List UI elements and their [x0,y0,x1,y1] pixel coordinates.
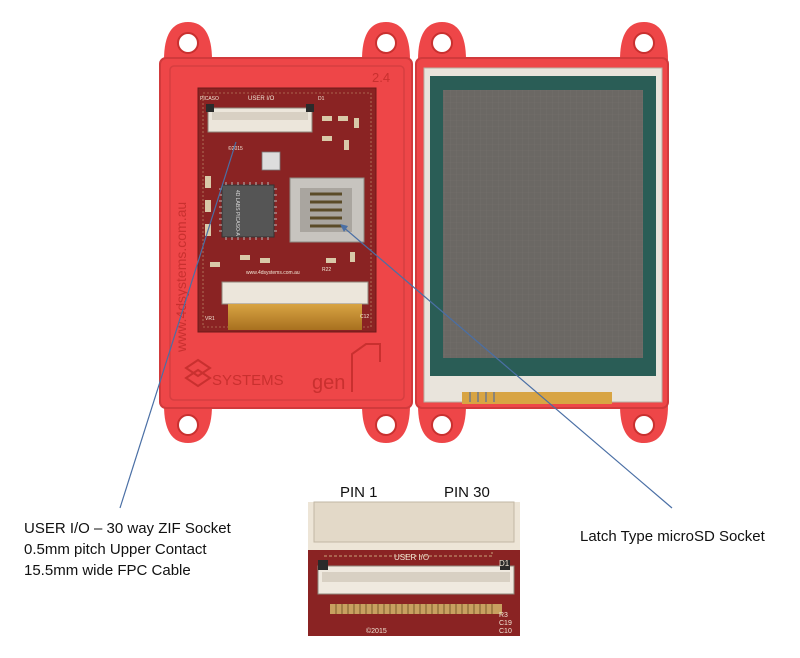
case-brand: SYSTEMS [212,372,284,389]
display-fpc-cable [228,304,362,330]
microsd-arrowhead [340,224,348,232]
silkscreen-vr1: VR1 [205,316,215,322]
case-website: www.4dsystems.com.au [173,202,189,353]
inset-c19-label: C19 [499,620,512,627]
inset-pin-row [330,604,502,614]
left-module: USER I/O PICASO D1 ©2015 4D LABS PICASO-… [159,22,413,443]
user-io-callout-line-2: 0.5mm pitch Upper Contact [24,541,207,558]
user-io-callout-line-3: 15.5mm wide FPC Cable [24,562,191,579]
picaso-chip [221,184,275,238]
case-gen: gen [312,372,345,394]
pin-30-label: PIN 30 [444,484,490,501]
right-case-mount-tabs [418,22,668,443]
silkscreen-picaso: PICASO [200,96,219,102]
left-case-mount-tabs [164,22,410,443]
display-tail [462,392,612,404]
inset-user-io-label: USER I/O [394,553,429,562]
silkscreen-r22: R22 [322,267,331,273]
inset-year-label: ©2015 [366,627,387,635]
user-io-callout: USER I/O – 30 way ZIF Socket 0.5mm pitch… [24,518,231,581]
inset-d1-label: D1 [499,559,510,568]
user-io-leader-line [119,141,237,509]
silkscreen-year: ©2015 [228,145,243,152]
inset-r3-label: R3 [499,612,508,619]
inset-closeup: USER I/O D1 ©2015 C19 C10 R3 [308,501,520,636]
pin-1-label: PIN 1 [340,484,378,501]
microsd-leader-line [341,225,673,509]
right-module [415,22,669,443]
4d-logo-icon [184,358,212,388]
inset-c10-label: C10 [499,628,512,635]
display-active-area [443,90,643,358]
silkscreen-user-io: USER I/O [248,96,275,102]
silkscreen-chip: 4D LABS PICASO-A [234,190,240,237]
silkscreen-c12: C12 [360,314,369,320]
silkscreen-d1: D1 [318,96,325,102]
user-io-callout-line-1: USER I/O – 30 way ZIF Socket [24,520,231,537]
microsd-callout: Latch Type microSD Socket [580,528,765,545]
display-fpc-connector [221,281,369,305]
case-version: 2.4 [372,70,390,85]
silkscreen-website: www.4dsystems.com.au [246,270,300,276]
